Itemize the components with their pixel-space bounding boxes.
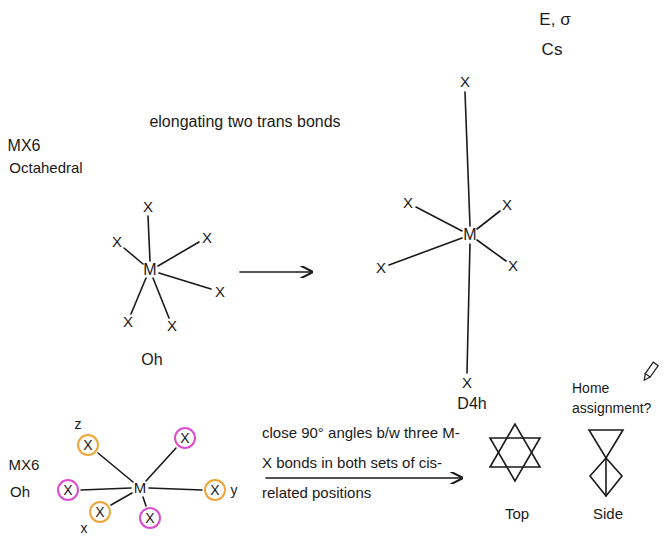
label: X xyxy=(123,313,133,330)
bond xyxy=(131,278,146,314)
label: X xyxy=(215,283,225,300)
label: Octahedral xyxy=(9,159,82,176)
magenta-circle xyxy=(140,508,160,528)
label: X xyxy=(202,229,212,246)
underline-arrow xyxy=(266,477,462,479)
label: D4h xyxy=(457,395,486,413)
label: X xyxy=(112,233,122,250)
label: elongating two trans bonds xyxy=(149,113,340,131)
label: X xyxy=(95,504,104,520)
label: X xyxy=(180,430,189,446)
label: X xyxy=(508,257,518,274)
magenta-circle xyxy=(58,480,78,500)
bond xyxy=(81,488,131,490)
label: x xyxy=(81,520,88,536)
label: Top xyxy=(505,505,529,522)
bond xyxy=(158,242,199,266)
orange-circle xyxy=(205,480,225,500)
highlight-circles xyxy=(58,428,225,528)
top-view-triangle xyxy=(490,424,540,467)
bond xyxy=(111,493,132,505)
top-view-triangle xyxy=(490,438,540,481)
bond xyxy=(146,448,176,481)
label: X xyxy=(167,317,177,334)
reaction-arrow xyxy=(240,271,312,273)
bond xyxy=(467,244,470,373)
label: Home assignment? xyxy=(572,378,662,418)
label: X xyxy=(145,510,154,526)
bonds xyxy=(81,92,658,506)
bond xyxy=(159,273,211,289)
bond xyxy=(149,488,202,490)
label: X xyxy=(462,374,472,391)
label: MX6 xyxy=(9,456,40,473)
label: X xyxy=(460,73,470,90)
label: X xyxy=(83,437,92,453)
label: M xyxy=(134,479,147,496)
bond xyxy=(416,207,462,231)
orange-circle xyxy=(78,435,98,455)
magenta-circle xyxy=(175,428,195,448)
label: E, σ xyxy=(539,10,570,30)
side-view-axis xyxy=(605,458,607,496)
bond xyxy=(477,211,500,229)
label: Side xyxy=(593,505,623,522)
label: X xyxy=(210,482,219,498)
bond xyxy=(389,238,462,265)
label: X xyxy=(376,259,386,276)
label: M xyxy=(143,261,156,279)
bond xyxy=(124,248,143,264)
bond xyxy=(143,497,146,506)
label: close 90° angles b/w three M-X bonds in … xyxy=(262,418,467,508)
label: X xyxy=(502,196,512,213)
label: z xyxy=(75,416,82,432)
label: Oh xyxy=(141,351,162,369)
bond xyxy=(477,240,506,261)
bond xyxy=(465,92,470,226)
label: M xyxy=(463,226,476,244)
orange-circle xyxy=(90,502,110,522)
pencil-icon xyxy=(642,362,658,382)
label: y xyxy=(231,482,238,498)
label: Cs xyxy=(542,40,563,60)
label: Oh xyxy=(10,483,30,500)
label: X xyxy=(63,482,72,498)
bond xyxy=(98,453,133,482)
side-view-triangle xyxy=(589,430,623,458)
bond xyxy=(153,278,169,318)
side-view-diamond xyxy=(590,458,622,496)
label: X xyxy=(143,198,153,215)
label: MX6 xyxy=(8,137,41,155)
label: X xyxy=(403,194,413,211)
bond xyxy=(148,216,150,261)
